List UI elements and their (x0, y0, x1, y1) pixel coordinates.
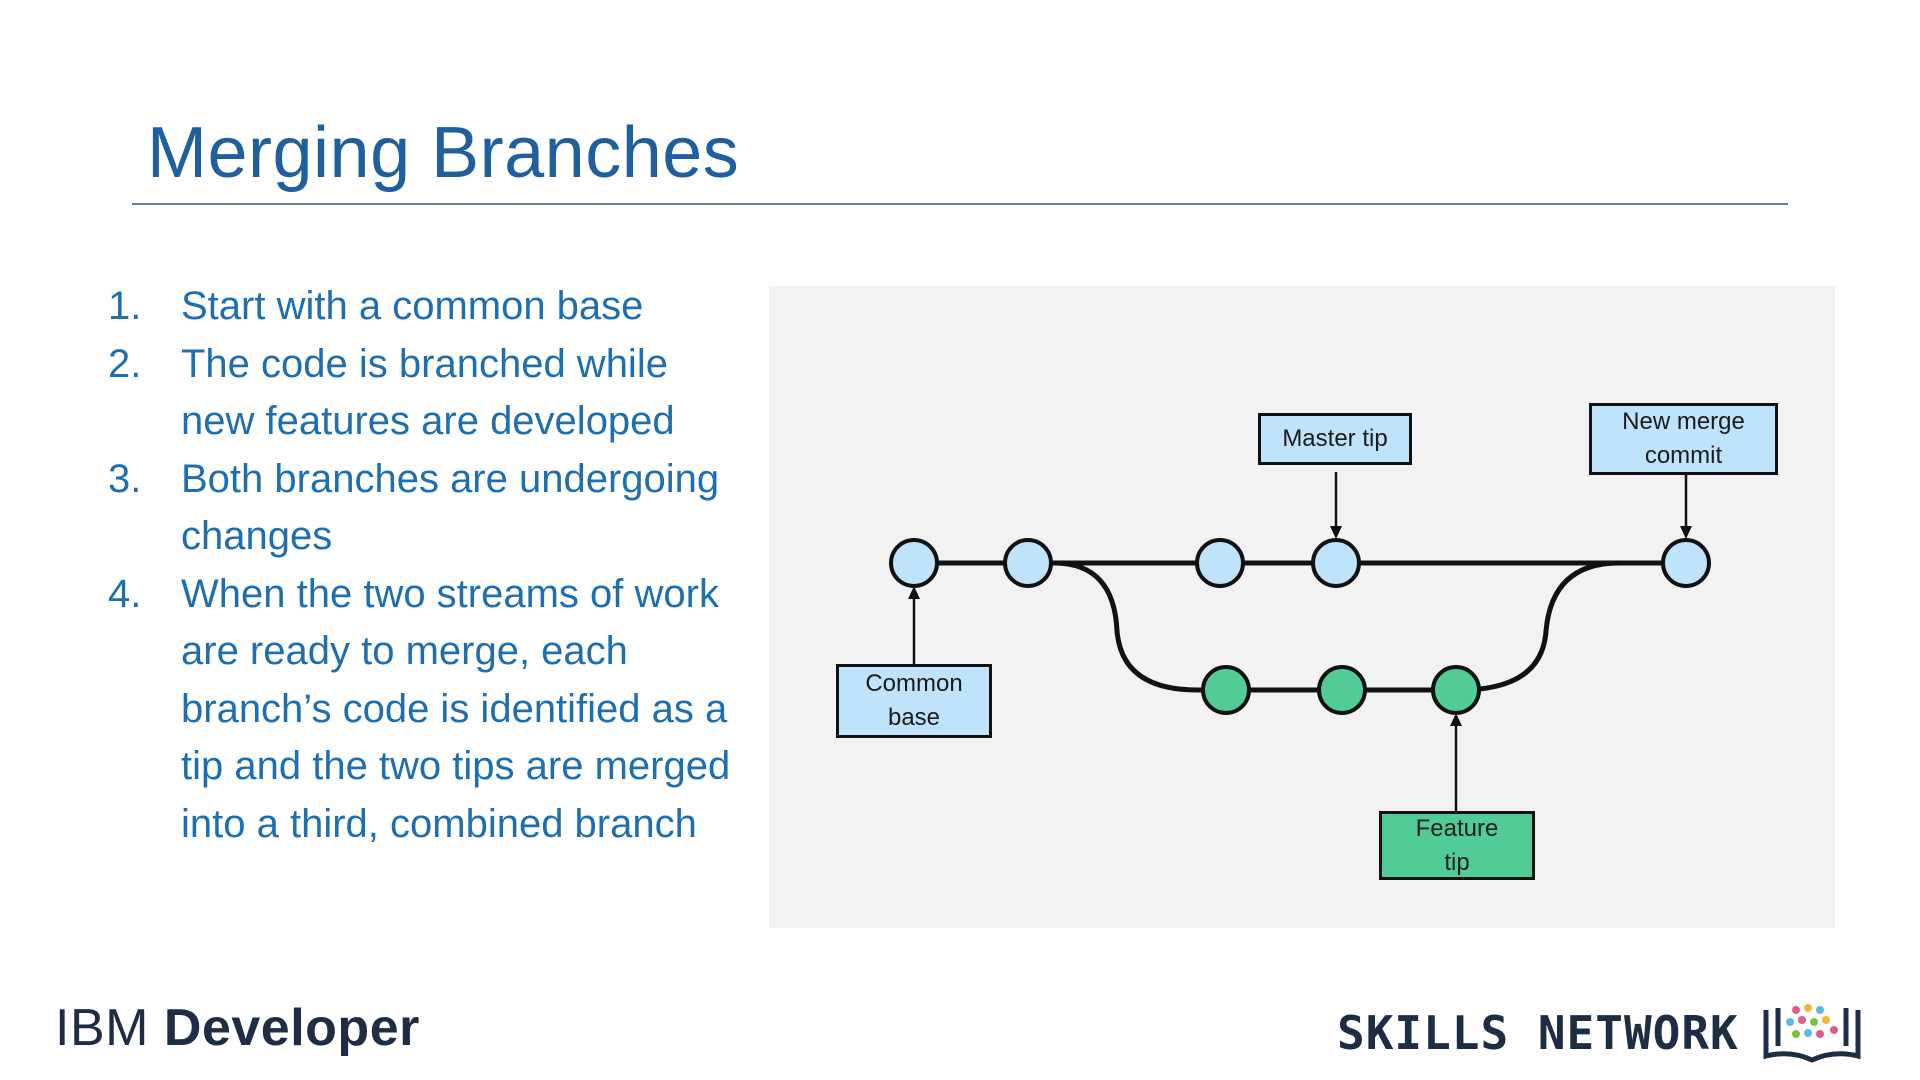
feature-tip-label: Feature tip (1379, 811, 1535, 880)
feature-commit-node (1317, 665, 1367, 715)
step-item: 1. Start with a common base (108, 278, 748, 336)
merge-line (1458, 560, 1620, 693)
step-item: 4. When the two streams of work are read… (108, 566, 748, 854)
commit-node (1195, 538, 1245, 588)
step-text: Start with a common base (181, 284, 644, 328)
new-merge-commit-label: New merge commit (1589, 403, 1778, 475)
open-book-icon (1763, 1004, 1861, 1063)
master-tip-label: Master tip (1258, 413, 1412, 465)
step-item: 3. Both branches are undergoing changes (108, 451, 748, 566)
diagram-panel (769, 286, 1835, 928)
commit-node (889, 538, 939, 588)
steps-list: 1. Start with a common base 2. The code … (108, 278, 748, 853)
feature-branch-line (1053, 560, 1459, 693)
step-number: 2. (108, 341, 142, 386)
step-text: When the two streams of work are ready t… (181, 571, 731, 846)
slide-title: Merging Branches (147, 113, 740, 193)
step-text: The code is branched while new features … (181, 341, 675, 444)
ibm-developer-logo: IBM Developer (55, 998, 420, 1058)
merge-commit-node (1661, 538, 1711, 588)
commit-node (1003, 538, 1053, 588)
title-divider (132, 203, 1788, 205)
branch-merge-diagram (889, 472, 1711, 811)
step-text: Both branches are undergoing changes (181, 456, 720, 559)
master-tip-node (1311, 538, 1361, 588)
brand-light-text: IBM (55, 999, 164, 1057)
skills-network-logo-text: SKILLS NETWORK (1337, 1006, 1739, 1060)
step-number: 1. (108, 284, 142, 328)
step-number: 3. (108, 456, 142, 501)
step-number: 4. (108, 571, 142, 616)
feature-tip-node (1431, 665, 1481, 715)
step-item: 2. The code is branched while new featur… (108, 336, 748, 451)
common-base-label: Common base (836, 664, 992, 738)
brand-bold-text: Developer (163, 999, 420, 1057)
feature-commit-node (1201, 665, 1251, 715)
